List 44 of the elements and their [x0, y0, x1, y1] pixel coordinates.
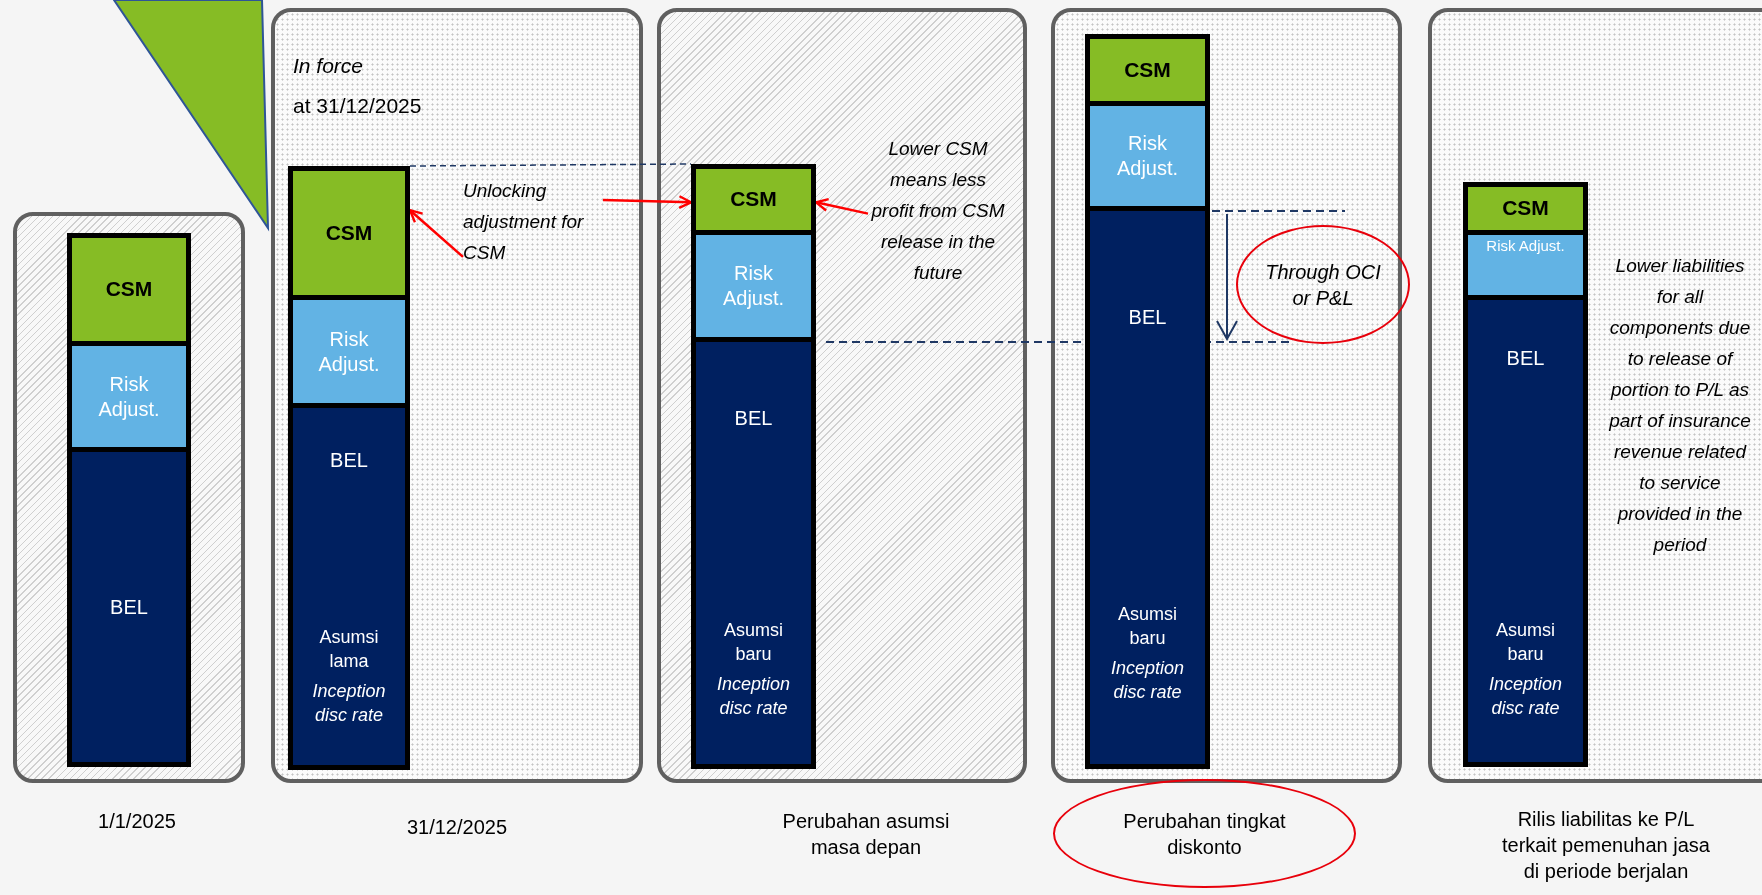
segment-label: BEL: [330, 448, 368, 473]
segment-note: Asumsi baru: [1117, 603, 1178, 650]
panel-caption: 1/1/2025: [97, 809, 177, 834]
arrow: [602, 195, 693, 210]
segment-label: Risk Adjust.: [317, 326, 381, 377]
panel-card: [1051, 8, 1402, 783]
panel-card: [1428, 8, 1762, 783]
segment-note: Asumsi baru: [1495, 619, 1556, 666]
panel-card: [657, 8, 1027, 783]
panel-caption: 31/12/2025: [405, 815, 509, 840]
segment-note: Inception disc rate: [1109, 657, 1186, 704]
annotation-text: Unlocking adjustment for CSM: [463, 179, 585, 265]
panel-caption: Perubahan asumsi masa depan: [781, 809, 951, 860]
segment-note: Asumsi lama: [318, 626, 380, 673]
arrow: [814, 197, 869, 215]
segment-label: Risk Adjust.: [721, 261, 786, 311]
ellipse-label: Through OCI or P&L: [1264, 259, 1382, 311]
segment-label: Risk Adjust.: [1115, 131, 1180, 181]
segment-label: CSM: [325, 219, 373, 246]
ellipse-label: Perubahan tingkat diskonto: [1122, 808, 1287, 860]
segment-label: CSM: [1502, 195, 1549, 222]
segment-note: Inception disc rate: [1487, 673, 1564, 720]
panel-card: [271, 8, 643, 783]
segment-label: CSM: [105, 276, 153, 303]
segment-note: Inception disc rate: [311, 680, 387, 727]
segment-label: BEL: [734, 406, 773, 431]
segment-label: Risk Adjust.: [1486, 237, 1565, 256]
panel-heading: at 31/12/2025: [293, 94, 422, 118]
highlight-ellipse: [1053, 779, 1356, 888]
segment-label: BEL: [1506, 346, 1545, 371]
segment-label: Risk Adjust.: [97, 371, 161, 422]
segment-note: Asumsi baru: [723, 619, 784, 666]
panel-caption: Rilis liabilitas ke P/L terkait pemenuhan jasa di periode berjalan: [1501, 807, 1711, 884]
annotation-text: Lower CSM means less profit from CSM release in the future: [870, 137, 1006, 285]
segment-label: CSM: [1124, 56, 1171, 83]
panel-card: [13, 212, 245, 783]
annotation-text: Lower liabilities for all components due to release of portion to P/L as part of insurance revenue related to service provided in the period: [1608, 254, 1752, 557]
segment-label: BEL: [1128, 305, 1167, 330]
segment-note: Inception disc rate: [715, 673, 792, 720]
arrow: [408, 209, 464, 258]
segment-label: BEL: [110, 594, 148, 620]
guide-line: [409, 163, 692, 167]
segment-label: CSM: [730, 186, 777, 213]
panel-heading: In force: [293, 54, 364, 78]
